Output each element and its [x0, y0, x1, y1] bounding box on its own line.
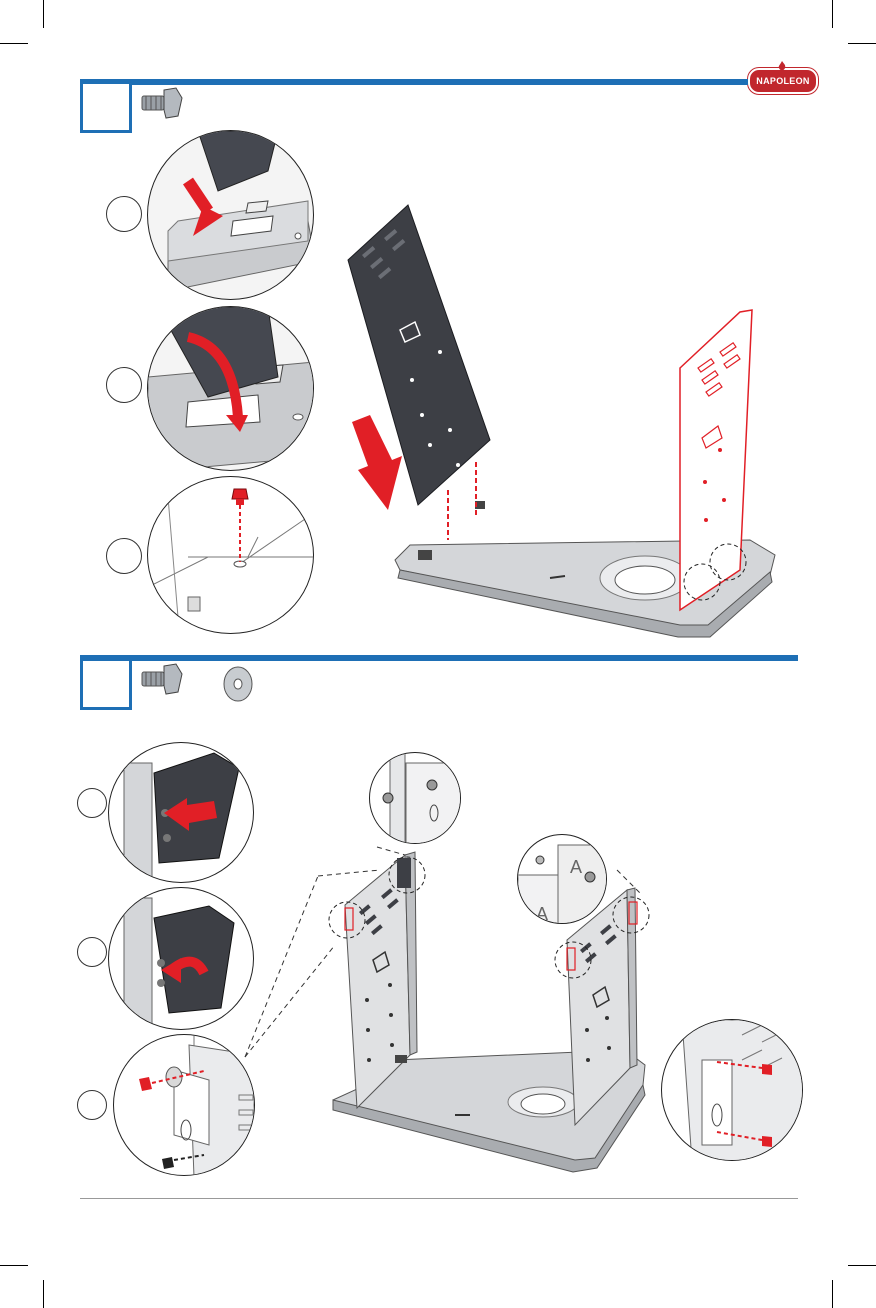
detail-view-bolt-pair — [661, 1019, 803, 1161]
footer-rule — [80, 1198, 798, 1199]
detail-view-bracket-top-left — [369, 752, 461, 844]
step-2-assembly-illustration — [325, 840, 655, 1170]
